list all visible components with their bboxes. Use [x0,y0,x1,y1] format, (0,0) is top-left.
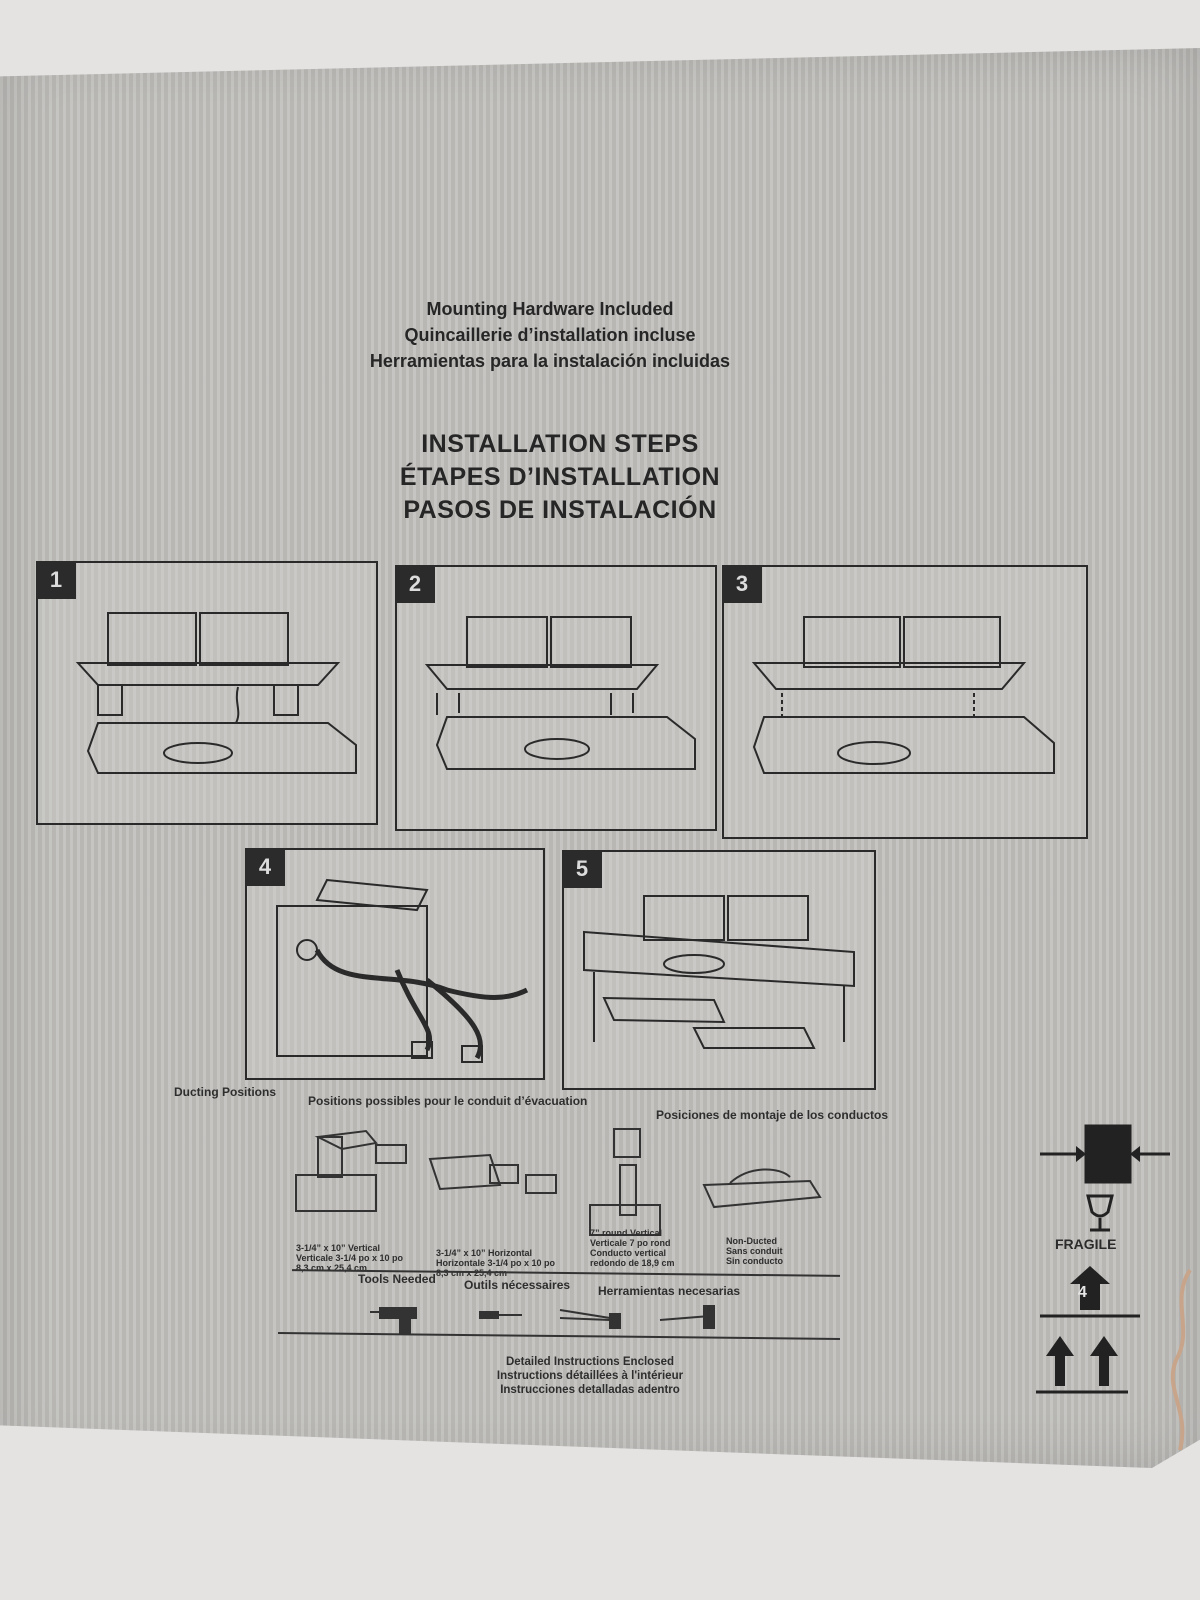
step-panel-1: 1 [36,561,378,825]
ducting-label-en: Ducting Positions [174,1085,276,1099]
cardboard-box-side [0,48,1200,1468]
stack-limit-icon [1040,1266,1140,1318]
round-vertical-duct-icon [589,1128,661,1236]
ducting-option-non-ducted: Non-Ducted Sans conduit Sin conducto [726,1236,783,1266]
range-hood-screws-illustration [424,616,696,770]
fragile-glass-icon [1086,1194,1114,1232]
pliers-icon [559,1309,621,1329]
filter-install-illustration [583,895,855,1049]
step-panel-5: 5 [562,850,876,1090]
step-number-badge: 4 [245,848,285,886]
tools-label-es: Herramientas necesarias [598,1284,741,1298]
vertical-rect-duct-icon [295,1129,407,1212]
hardware-line-es: Herramientas para la instalación incluid… [369,351,731,371]
detailed-instructions-es: Instrucciones detalladas adentro [500,1384,680,1396]
detailed-instructions-en: Detailed Instructions Enclosed [505,1356,675,1368]
step-number-badge: 1 [36,561,76,599]
screwdriver-icon [479,1311,522,1319]
step-panel-4: 4 [245,848,545,1080]
step-panel-3: 3 [722,565,1088,839]
drill-icon [370,1307,417,1335]
installation-heading-es: PASOS DE INSTALACIÓN [403,496,717,524]
tools-label-fr: Outils nécessaires [464,1278,571,1292]
horizontal-rect-duct-icon [428,1153,557,1194]
installation-heading-en: INSTALLATION STEPS [421,430,699,458]
ducting-label-es: Posiciones de montaje de los conductos [656,1108,889,1122]
step-number-badge: 3 [722,565,762,603]
installation-heading-fr: ÉTAPES D’INSTALLATION [399,463,721,491]
fragile-label: FRAGILE [1055,1236,1117,1252]
wiring-connection-illustration [276,878,529,1063]
hardware-line-fr: Quincaillerie d’installation incluse [404,325,696,345]
tools-label-en: Tools Needed [358,1272,436,1286]
range-hood-aligned-illustration [751,616,1055,774]
this-side-up-icon [1036,1336,1128,1394]
tools-illustrations [370,1305,715,1335]
step-number-badge: 5 [562,850,602,888]
range-hood-cabinet-illustration [75,612,357,774]
ducting-option-round-vertical: 7” round Vertical Verticale 7 po rond Co… [590,1228,675,1268]
stack-limit-number: 4 [1078,1284,1087,1301]
ducting-label-fr: Positions possibles pour le conduit d’év… [308,1094,588,1108]
hardware-line-en: Mounting Hardware Included [426,299,674,319]
compression-warning-icon [1040,1124,1170,1184]
ducting-option-vertical-rect: 3-1/4” x 10” Vertical Verticale 3-1/4 po… [296,1243,404,1273]
non-ducted-icon [702,1168,822,1209]
step-number-badge: 2 [395,565,435,603]
detailed-instructions-fr: Instructions détaillées à l'intérieur [496,1370,684,1382]
power-cord [1170,1268,1192,1451]
step-panel-2: 2 [395,565,717,831]
ducting-options-illustrations [295,1128,822,1236]
hammer-icon [659,1305,715,1329]
